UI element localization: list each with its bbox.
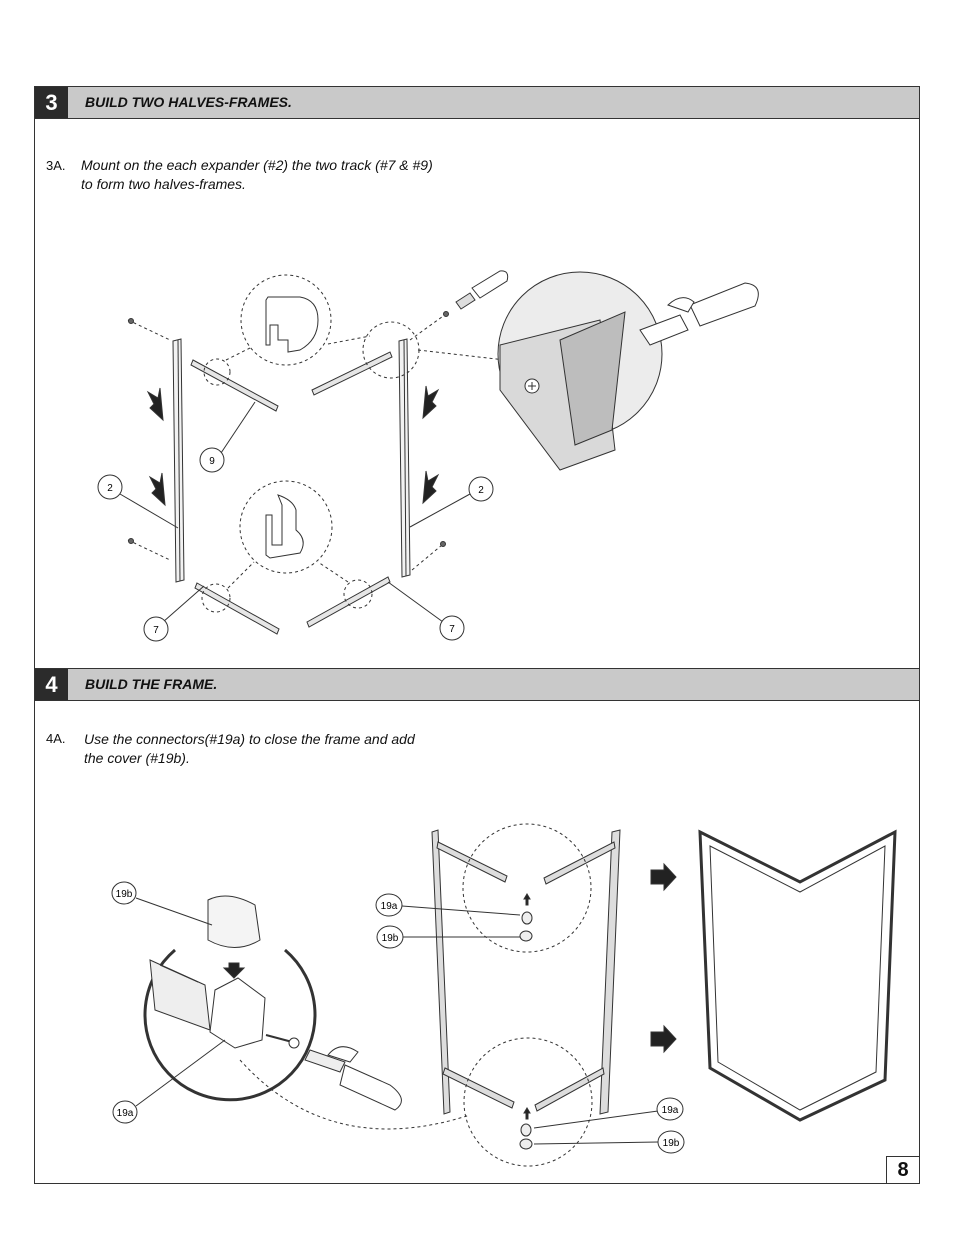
callout-19b-detail: 19b bbox=[116, 889, 133, 900]
callout-19a-top: 19a bbox=[381, 901, 398, 912]
screw-icon-3-bl bbox=[127, 538, 171, 561]
callout-19b-top: 19b bbox=[382, 933, 399, 944]
page-number: 8 bbox=[886, 1156, 920, 1184]
step-4a-text: Use the connectors(#19a) to close the fr… bbox=[84, 730, 524, 768]
screwdriver-icon-large bbox=[304, 1046, 402, 1111]
step-3a-label: 3A. bbox=[46, 158, 66, 173]
connector-19a bbox=[209, 977, 266, 1049]
step-4a-line-1: Use the connectors(#19a) to close the fr… bbox=[84, 731, 415, 747]
step-3a-line-1: Mount on the each expander (#2) the two … bbox=[81, 157, 433, 173]
section-3-header: 3 BUILD TWO HALVES-FRAMES. bbox=[34, 86, 920, 119]
callout-19b-bottom: 19b bbox=[663, 1138, 680, 1149]
screw-icon-3-tl bbox=[127, 318, 171, 341]
section-4-title: BUILD THE FRAME. bbox=[85, 676, 218, 692]
step-3a-line-2: to form two halves-frames. bbox=[81, 176, 246, 192]
arrow-right-icon-2 bbox=[650, 1024, 677, 1054]
detail-circle-profile-bottom bbox=[239, 480, 333, 574]
section-4-header: 4 BUILD THE FRAME. bbox=[34, 668, 920, 701]
section-3-drawing bbox=[97, 270, 759, 642]
section-3-title: BUILD TWO HALVES-FRAMES. bbox=[85, 94, 292, 110]
callout-2-left: 2 bbox=[107, 483, 113, 494]
callout-7-right: 7 bbox=[449, 624, 455, 635]
callout-2-right: 2 bbox=[478, 485, 484, 496]
step-3a-text: Mount on the each expander (#2) the two … bbox=[81, 156, 521, 194]
callout-19a-bottom: 19a bbox=[662, 1105, 679, 1116]
callout-19a-detail: 19a bbox=[117, 1108, 134, 1119]
section-4-number: 4 bbox=[35, 669, 68, 700]
arrow-icon-3a bbox=[146, 387, 164, 422]
callout-9: 9 bbox=[209, 456, 215, 467]
arrow-icon-3b bbox=[148, 472, 166, 507]
callout-7-left: 7 bbox=[153, 625, 159, 636]
section-3-number: 3 bbox=[35, 87, 68, 118]
arrow-right-icon-1 bbox=[650, 862, 677, 892]
step-4a-label: 4A. bbox=[46, 731, 66, 746]
arrow-icon-3d bbox=[422, 470, 440, 505]
screw-icon-3-tr bbox=[409, 311, 449, 341]
section-4-drawing bbox=[111, 823, 897, 1167]
screwdriver-icon-small bbox=[455, 270, 509, 310]
cover-19b bbox=[207, 895, 261, 948]
step-4a-line-2: the cover (#19b). bbox=[84, 750, 190, 766]
arrow-icon-3c bbox=[422, 385, 440, 420]
detail-circle-profile-top bbox=[240, 274, 332, 366]
arrow-down-icon bbox=[222, 962, 246, 979]
zoom-detail-screw bbox=[497, 271, 759, 471]
screw-icon-3-br bbox=[411, 541, 446, 571]
